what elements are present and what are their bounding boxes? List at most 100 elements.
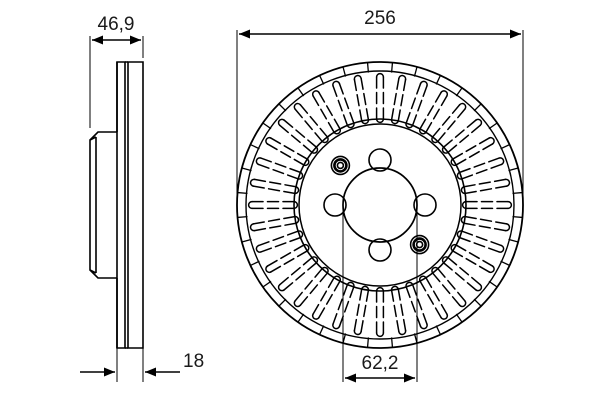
vent-slot-cap — [441, 256, 449, 264]
vent-slot-cap — [332, 323, 341, 330]
vent-slot-line — [475, 235, 488, 242]
vent-slot-group — [247, 72, 513, 338]
vent-slot-line — [478, 137, 490, 145]
vent-slot-line — [452, 152, 464, 160]
vent-slot-line — [490, 241, 503, 247]
vent-slot-line — [314, 267, 323, 278]
vent-slot-cap — [441, 146, 449, 154]
vent-slot-cap — [475, 118, 483, 127]
vent-slot-cap — [255, 244, 262, 253]
dimension-centre-bore: 62,2 — [342, 205, 418, 383]
side-hat-flange-edges — [89, 136, 97, 274]
outer-edge-tick — [237, 215, 248, 219]
vent-slot-line — [302, 256, 313, 266]
outer-edge-tick — [455, 87, 463, 97]
vent-slot-line — [353, 78, 358, 92]
vent-slot-line — [325, 105, 333, 117]
vent-slot-cap — [297, 171, 304, 180]
vent-slot-line — [286, 174, 299, 180]
outer-edge-tick — [241, 167, 252, 172]
vent-slot-line — [400, 303, 404, 316]
vent-slot-line — [327, 277, 335, 289]
vent-slot-line — [431, 127, 441, 138]
vent-slot-line — [314, 132, 323, 143]
outer-edge-tick — [297, 313, 305, 323]
vent-slot-line — [427, 105, 435, 117]
vent-slot-line — [309, 115, 319, 126]
vent-slot-line — [337, 298, 343, 311]
outer-edge-tick — [318, 75, 325, 85]
vent-slot-line — [434, 307, 442, 319]
vent-slot-line — [270, 265, 282, 273]
vent-slot-line — [299, 104, 309, 114]
vent-slot-line — [457, 291, 466, 302]
vent-slot-line — [455, 158, 467, 166]
vent-slot-line — [422, 313, 428, 325]
vent-slot-cap — [456, 230, 463, 239]
vent-slot-cap — [418, 275, 427, 282]
vent-slot-cap — [431, 136, 439, 144]
vent-slot-line — [325, 293, 333, 305]
vent-slot-line — [471, 276, 481, 286]
dimension-label-disc-thickness: 18 — [183, 351, 204, 372]
outer-edge-tick — [413, 66, 418, 77]
vent-slot-line — [432, 108, 440, 120]
outer-edge-tick — [488, 122, 498, 130]
vent-slot-cap — [333, 128, 342, 135]
vent-slot-cap — [390, 285, 400, 292]
vent-slot-line — [299, 296, 309, 306]
vent-slot-line — [320, 108, 328, 120]
vent-slot-cap — [333, 275, 342, 282]
vent-slot-line — [343, 300, 350, 313]
outer-edge-tick — [500, 143, 510, 150]
vent-slot-line — [283, 215, 296, 220]
vent-slot-line — [272, 168, 285, 175]
dimension-label-overall-thickness: 46,9 — [98, 14, 135, 35]
vent-slot-cap — [303, 243, 310, 252]
vent-slot-line — [478, 265, 490, 273]
vent-slot-line — [464, 215, 477, 220]
vent-slot-line — [363, 304, 367, 318]
vent-slot-cap — [458, 300, 467, 308]
threaded-hole-ring — [333, 158, 348, 173]
vent-slot-cap — [293, 215, 300, 225]
vent-slot-line — [478, 225, 491, 229]
vent-slot-line — [465, 145, 477, 153]
vent-slot-line — [390, 108, 395, 121]
vent-slot-line — [458, 167, 471, 174]
vent-slot-line — [461, 174, 474, 180]
vent-slot-cap — [456, 171, 463, 180]
outer-edge-tick — [488, 280, 498, 288]
vent-slot-cap — [321, 136, 329, 144]
outer-edge-tick — [366, 62, 370, 73]
vent-slot-cap — [277, 118, 285, 127]
vent-slot-line — [441, 284, 451, 295]
vent-slot-line — [457, 108, 466, 119]
vent-slot-cap — [458, 102, 467, 110]
vent-slot-cap — [488, 265, 495, 274]
vent-slot-line — [260, 247, 272, 253]
vent-slot-line — [478, 181, 491, 185]
vent-slot-line — [283, 190, 296, 195]
vent-slot-line — [356, 94, 360, 107]
vent-slot-line — [466, 119, 477, 128]
vent-slot-line — [274, 242, 287, 248]
vent-slot-line — [440, 303, 448, 315]
outer-edge-tick — [250, 143, 260, 150]
vent-slot-line — [475, 168, 488, 175]
vent-slot-cap — [375, 118, 385, 124]
outer-edge-tick — [250, 260, 260, 267]
vent-slot-line — [432, 290, 440, 302]
vent-slot-line — [482, 143, 494, 151]
vent-slot-line — [296, 250, 308, 258]
vent-slot-line — [471, 124, 481, 134]
vent-slot-cap — [375, 286, 385, 292]
vent-slot-line — [363, 92, 367, 106]
vent-slot-cap — [346, 281, 355, 288]
vent-slot-line — [353, 318, 358, 332]
vent-slot-line — [260, 157, 272, 163]
vent-slot-cap — [405, 281, 414, 288]
vent-slot-line — [257, 163, 270, 169]
vent-slot-line — [425, 121, 433, 133]
vent-slot-line — [459, 266, 470, 276]
